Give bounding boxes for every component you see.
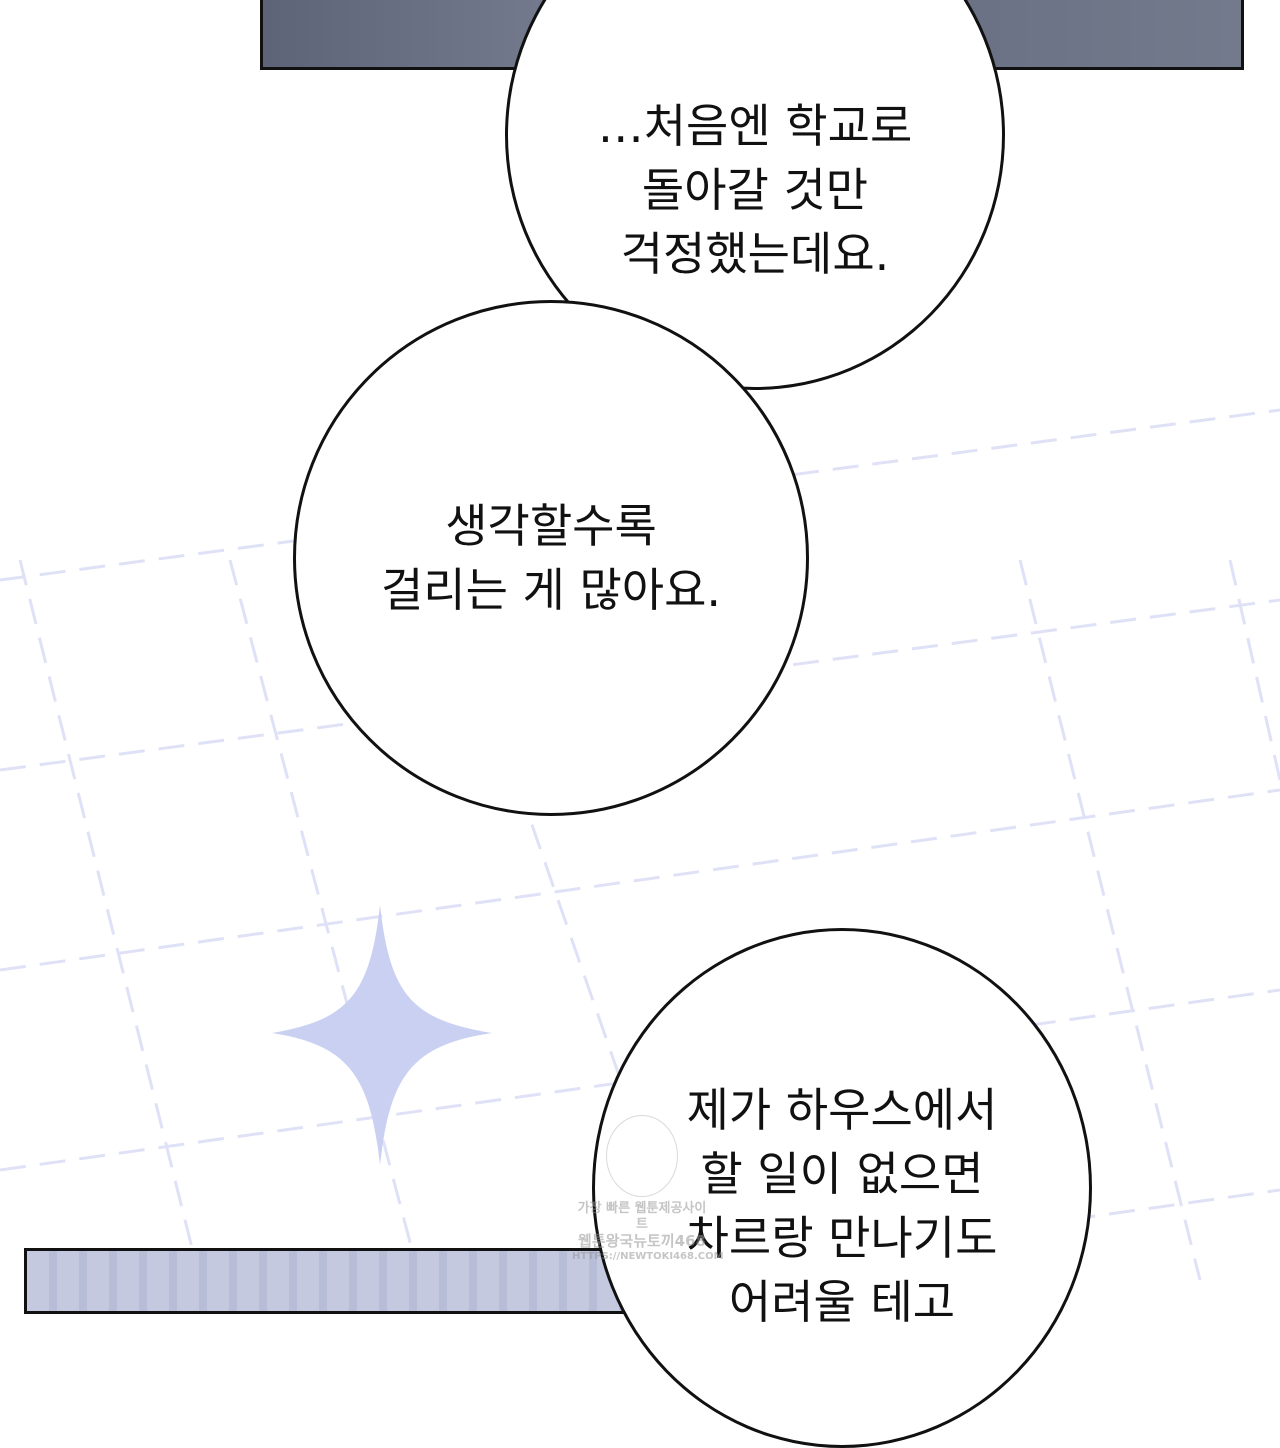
bubble-2-line: 걸리는 게 많아요. — [380, 563, 722, 617]
bubble-1-line: 돌아갈 것만 — [641, 163, 869, 217]
watermark-line: HTTPS://NEWTOKI468.COM — [572, 1251, 724, 1262]
watermark-line: 웹툰왕국뉴토끼468 — [578, 1232, 706, 1250]
bubble-3-line: 할 일이 없으면 — [700, 1147, 984, 1201]
sparkle-icon — [272, 905, 492, 1165]
speech-bubble-2: 생각할수록 걸리는 게 많아요. — [293, 300, 809, 816]
bubble-3-line: 차르랑 만나기도 — [686, 1211, 998, 1265]
bubble-2-line: 생각할수록 — [445, 499, 657, 553]
watermark-line: 가장 빠른 웹툰제공사이트 — [577, 1201, 707, 1232]
bubble-1-line: 걱정했는데요. — [620, 227, 890, 281]
bubble-3-line: 제가 하우스에서 — [686, 1083, 998, 1137]
watermark-mascot-icon — [606, 1115, 678, 1197]
watermark: 가장 빠른 웹툰제공사이트 웹툰왕국뉴토끼468 HTTPS://NEWTOKI… — [572, 1115, 724, 1265]
bubble-1-line: …처음엔 학교로 — [597, 99, 913, 153]
